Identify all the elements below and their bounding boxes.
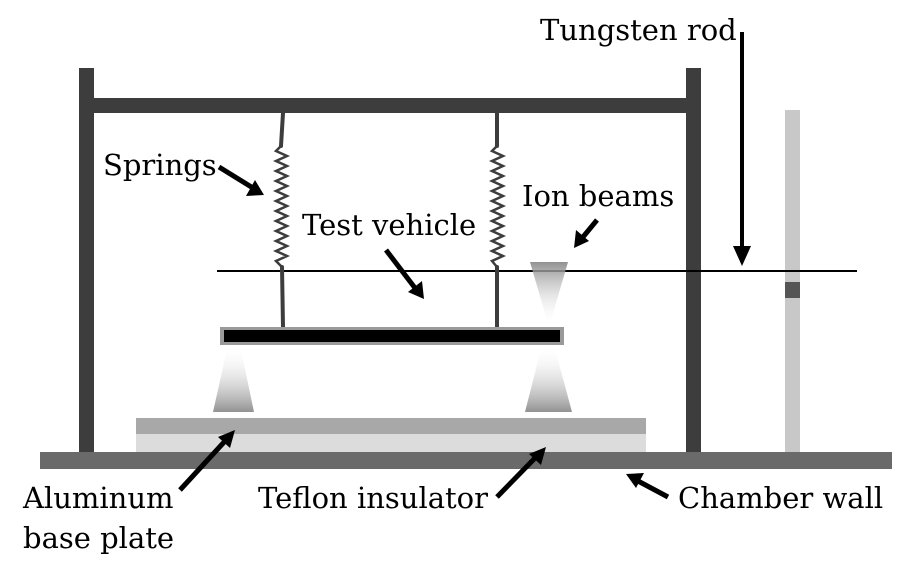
- chamber-wall: [40, 452, 892, 469]
- ion-beam-right: [525, 345, 572, 412]
- label-tungsten-rod: Tungsten rod: [540, 13, 737, 47]
- label-teflon-insulator: Teflon insulator: [258, 481, 489, 515]
- label-aluminum-line1: Aluminum: [23, 481, 174, 515]
- ion-beams-arrow: [574, 218, 599, 248]
- aluminum-arrow: [178, 430, 235, 492]
- frame-right-post: [686, 68, 701, 452]
- test-vehicle-arrow: [384, 248, 424, 299]
- tungsten-rod-pole: [785, 110, 800, 452]
- aluminum-base-plate: [136, 418, 646, 434]
- label-test-vehicle: Test vehicle: [302, 208, 477, 242]
- label-aluminum-line2: base plate: [23, 521, 175, 555]
- frame-top-beam: [94, 98, 686, 113]
- ion-beam-left: [213, 345, 254, 412]
- tungsten-rod-arrow: [733, 32, 751, 266]
- right-spring: [488, 111, 507, 329]
- test-vehicle-body: [224, 330, 560, 342]
- teflon-insulator: [136, 434, 646, 452]
- teflon-arrow: [495, 447, 546, 499]
- label-chamber-wall: Chamber wall: [678, 481, 884, 515]
- frame-left-post: [79, 68, 94, 452]
- label-ion-beams: Ion beams: [522, 179, 675, 213]
- label-springs: Springs: [103, 148, 217, 182]
- tungsten-rod-pole-marker: [785, 282, 800, 298]
- springs-arrow: [217, 164, 264, 196]
- chamber-wall-arrow: [626, 473, 670, 500]
- ion-beam-upper-right: [530, 262, 568, 327]
- left-spring: [272, 111, 291, 329]
